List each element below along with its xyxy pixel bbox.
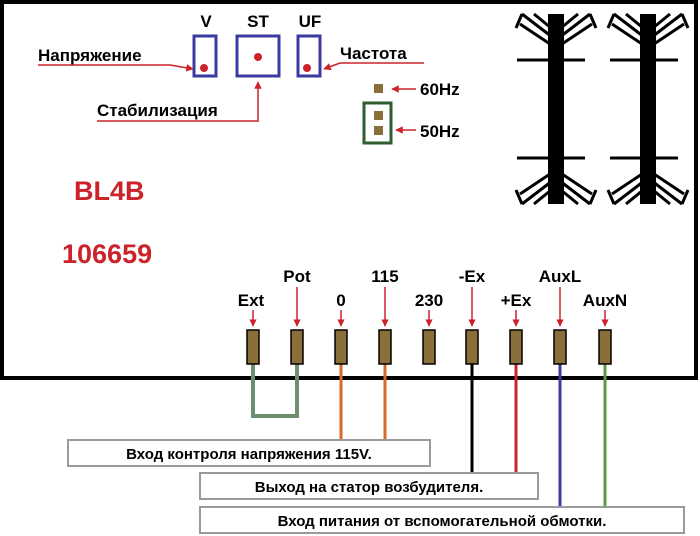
hz60-label: 60Hz (420, 80, 460, 99)
terminal-115-label: 115 (371, 267, 398, 286)
hz50-label: 50Hz (420, 122, 460, 141)
stabilization-annotation: Стабилизация (97, 101, 218, 120)
terminal-auxl-label: AuxL (539, 267, 582, 286)
pot-jumper-wire (251, 362, 299, 418)
board-outline (0, 0, 698, 380)
terminal-auxn[interactable] (598, 329, 612, 365)
voltage-annotation: Напряжение (38, 46, 142, 65)
heatsink-symbol-left (514, 12, 598, 206)
terminal-blocks (246, 329, 612, 365)
legend-stator-output-text: Выход на статор возбудителя. (255, 479, 484, 496)
terminal-minus-ex[interactable] (465, 329, 479, 365)
terminal-pot-label: Pot (283, 267, 311, 286)
terminal-230-label: 230 (415, 291, 443, 310)
switch-uf-label: UF (299, 12, 322, 31)
terminal-minus-ex-label: -Ex (459, 267, 486, 286)
trimmer-st[interactable] (235, 34, 281, 78)
terminal-0-label: 0 (336, 291, 345, 310)
jumper-pin-60 (374, 84, 383, 93)
terminal-auxn-label: AuxN (583, 291, 627, 310)
legend-aux-input: Вход питания от вспомогательной обмотки. (199, 506, 685, 534)
terminal-230[interactable] (422, 329, 436, 365)
legend-voltage-sense-text: Вход контроля напряжения 115V. (126, 446, 372, 463)
terminal-plus-ex-label: +Ex (501, 291, 532, 310)
model-name: BL4B (74, 176, 145, 206)
trimmer-uf[interactable] (296, 34, 322, 78)
terminal-115[interactable] (378, 329, 392, 365)
terminal-0[interactable] (334, 329, 348, 365)
legend-aux-input-text: Вход питания от вспомогательной обмотки. (278, 513, 607, 530)
terminal-plus-ex[interactable] (509, 329, 523, 365)
terminal-pot[interactable] (290, 329, 304, 365)
terminal-arrows (249, 287, 609, 327)
terminal-auxl[interactable] (553, 329, 567, 365)
terminal-ext-label: Ext (238, 291, 265, 310)
frequency-annotation: Частота (340, 44, 407, 63)
legend-stator-output: Выход на статор возбудителя. (199, 472, 539, 500)
heatsink-symbol-right (606, 12, 690, 206)
legend-voltage-sense: Вход контроля напряжения 115V. (67, 439, 431, 467)
terminal-ext[interactable] (246, 329, 260, 365)
model-number: 106659 (62, 239, 152, 269)
switch-st-label: ST (247, 12, 269, 31)
jumper-50hz[interactable] (362, 101, 393, 145)
trimmer-v[interactable] (192, 34, 218, 78)
switch-v-label: V (200, 12, 212, 31)
